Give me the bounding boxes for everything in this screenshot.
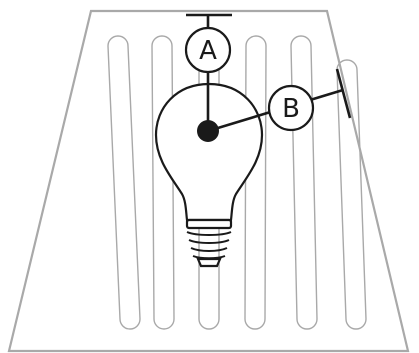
bulb-thread (186, 231, 232, 260)
slot-5 (290, 35, 318, 330)
slot-4 (244, 35, 267, 330)
label-a: A (184, 26, 232, 74)
slot-1 (107, 35, 141, 330)
label-a-text: A (199, 36, 217, 66)
bulb-tip (196, 257, 222, 268)
label-b-text: B (282, 94, 300, 124)
slot-group (107, 35, 367, 330)
slot-2 (151, 35, 175, 330)
bulb-neck (185, 218, 233, 230)
dimension-b-tick (335, 68, 352, 119)
slot-3 (198, 46, 220, 330)
label-b-circle (267, 84, 315, 132)
bulb-center-point (197, 120, 219, 142)
slot-6 (336, 59, 367, 330)
label-b: B (267, 84, 315, 132)
bulb-base (185, 218, 233, 268)
label-a-circle (184, 26, 232, 74)
